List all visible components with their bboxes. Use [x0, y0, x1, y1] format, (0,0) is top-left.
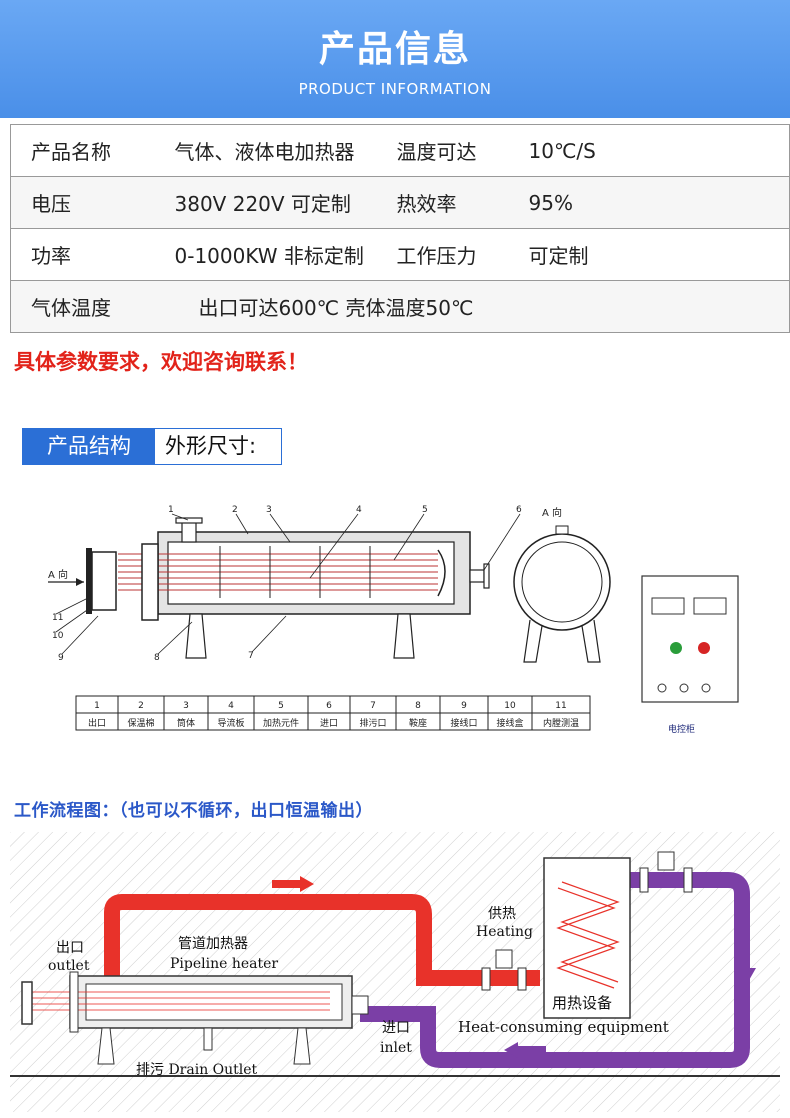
spec-label: 温度可达 — [390, 124, 519, 177]
inlet-label-en: inlet — [380, 1040, 412, 1056]
part-number: 1 — [94, 701, 100, 711]
control-cabinet-label: 电控柜 — [668, 723, 695, 735]
tab-product-structure[interactable]: 产品结构 — [23, 429, 155, 464]
callout-label: 5 — [422, 505, 428, 515]
callout-label: 11 — [52, 613, 63, 623]
part-name: 内膛测温 — [543, 717, 579, 729]
heater-label-en: Pipeline heater — [170, 956, 278, 972]
spec-label: 工作压力 — [390, 228, 519, 281]
part-number: 8 — [415, 701, 421, 711]
part-number: 2 — [138, 701, 144, 711]
part-number: 10 — [504, 701, 516, 711]
spec-value: 可定制 — [518, 228, 790, 281]
drain-label: 排污 Drain Outlet — [136, 1062, 258, 1078]
callout-label: 2 — [232, 505, 238, 515]
part-number: 4 — [228, 701, 234, 711]
spec-value: 0-1000KW 非标定制 — [168, 228, 391, 281]
header-banner: 产品信息 PRODUCT INFORMATION — [0, 0, 790, 118]
spec-value: 气体、液体电加热器 — [168, 124, 391, 177]
part-name: 加热元件 — [263, 717, 299, 729]
heating-label-cn: 供热 — [488, 906, 516, 922]
equipment-label-cn: 用热设备 — [552, 994, 612, 1012]
spec-label: 产品名称 — [10, 124, 169, 177]
run-indicator-icon — [670, 642, 682, 654]
outlet-label-cn: 出口 — [56, 940, 84, 956]
callout-label: 3 — [266, 505, 272, 515]
spec-label: 功率 — [10, 228, 169, 281]
callout-label: 6 — [516, 505, 522, 515]
down-arrow-icon — [740, 948, 756, 982]
table-row: 电压 380V 220V 可定制 热效率 95% — [10, 176, 790, 229]
valve-icon — [495, 949, 513, 969]
parts-table: 1 2 3 4 5 6 7 8 9 10 11 出口 保温棉 筒体 导流板 加热… — [75, 695, 591, 731]
flow-arrow-icon — [272, 876, 314, 892]
valve-icon — [657, 851, 675, 871]
spec-table: 产品名称 气体、液体电加热器 温度可达 10℃/S 电压 380V 220V 可… — [10, 124, 790, 333]
callout-label: 8 — [154, 653, 160, 663]
flow-title: 工作流程图：（也可以不循环，出口恒温输出） — [14, 801, 373, 821]
end-view-label: A 向 — [542, 506, 562, 519]
part-number: 6 — [326, 701, 332, 711]
callout-label: 10 — [52, 631, 64, 641]
flow-diagram: 出口 outlet 管道加热器 Pipeline heater 供热 Heati… — [10, 832, 780, 1112]
part-number: 7 — [370, 701, 376, 711]
return-arrow-icon — [504, 1042, 546, 1058]
contact-note: 具体参数要求，欢迎咨询联系！ — [14, 350, 308, 374]
spec-value: 出口可达600℃ 壳体温度50℃ — [168, 280, 790, 333]
callout-label: 4 — [356, 505, 362, 515]
part-name: 排污口 — [359, 717, 386, 729]
table-row: 气体温度 出口可达600℃ 壳体温度50℃ — [10, 280, 790, 333]
spec-value: 10℃/S — [518, 124, 790, 177]
spec-label: 气体温度 — [10, 280, 169, 333]
callout-label: 1 — [168, 505, 174, 515]
callout-label: 7 — [248, 651, 254, 661]
part-name: 出口 — [88, 717, 106, 729]
banner-title: 产品信息 — [318, 29, 471, 70]
part-name: 保温棉 — [127, 717, 154, 729]
spec-label: 热效率 — [390, 176, 519, 229]
tab-dimensions[interactable]: 外形尺寸: — [155, 429, 281, 464]
part-number: 5 — [278, 701, 284, 711]
part-name: 接线盒 — [496, 717, 523, 729]
outlet-label-en: outlet — [48, 958, 90, 974]
part-name: 进口 — [320, 718, 338, 729]
alarm-indicator-icon — [698, 642, 710, 654]
spec-label: 电压 — [10, 176, 169, 229]
section-tabs: 产品结构 外形尺寸: — [22, 428, 282, 465]
banner-subtitle: PRODUCT INFORMATION — [298, 80, 492, 98]
part-name: 导流板 — [217, 717, 244, 729]
inlet-label-cn: 进口 — [382, 1020, 410, 1036]
table-row: 功率 0-1000KW 非标定制 工作压力 可定制 — [10, 228, 790, 281]
heating-label-en: Heating — [476, 924, 533, 940]
control-cabinet — [641, 575, 739, 703]
part-number: 11 — [555, 701, 566, 711]
table-row: 产品名称 气体、液体电加热器 温度可达 10℃/S — [10, 124, 790, 177]
part-name: 鞍座 — [409, 717, 427, 729]
heater-label-cn: 管道加热器 — [178, 936, 248, 952]
spec-value: 95% — [518, 176, 790, 229]
view-direction-label: A 向 — [48, 568, 68, 581]
equipment-label-en: Heat-consuming equipment — [458, 1018, 669, 1036]
structure-drawing: A 向 1 2 3 4 5 6 7 8 9 10 11 A 向 电控柜 — [48, 505, 739, 735]
part-name: 接线口 — [450, 717, 477, 729]
part-name: 筒体 — [177, 717, 195, 729]
spec-value: 380V 220V 可定制 — [168, 176, 391, 229]
callout-label: 9 — [58, 653, 64, 663]
part-number: 3 — [183, 701, 189, 711]
part-number: 9 — [461, 701, 467, 711]
